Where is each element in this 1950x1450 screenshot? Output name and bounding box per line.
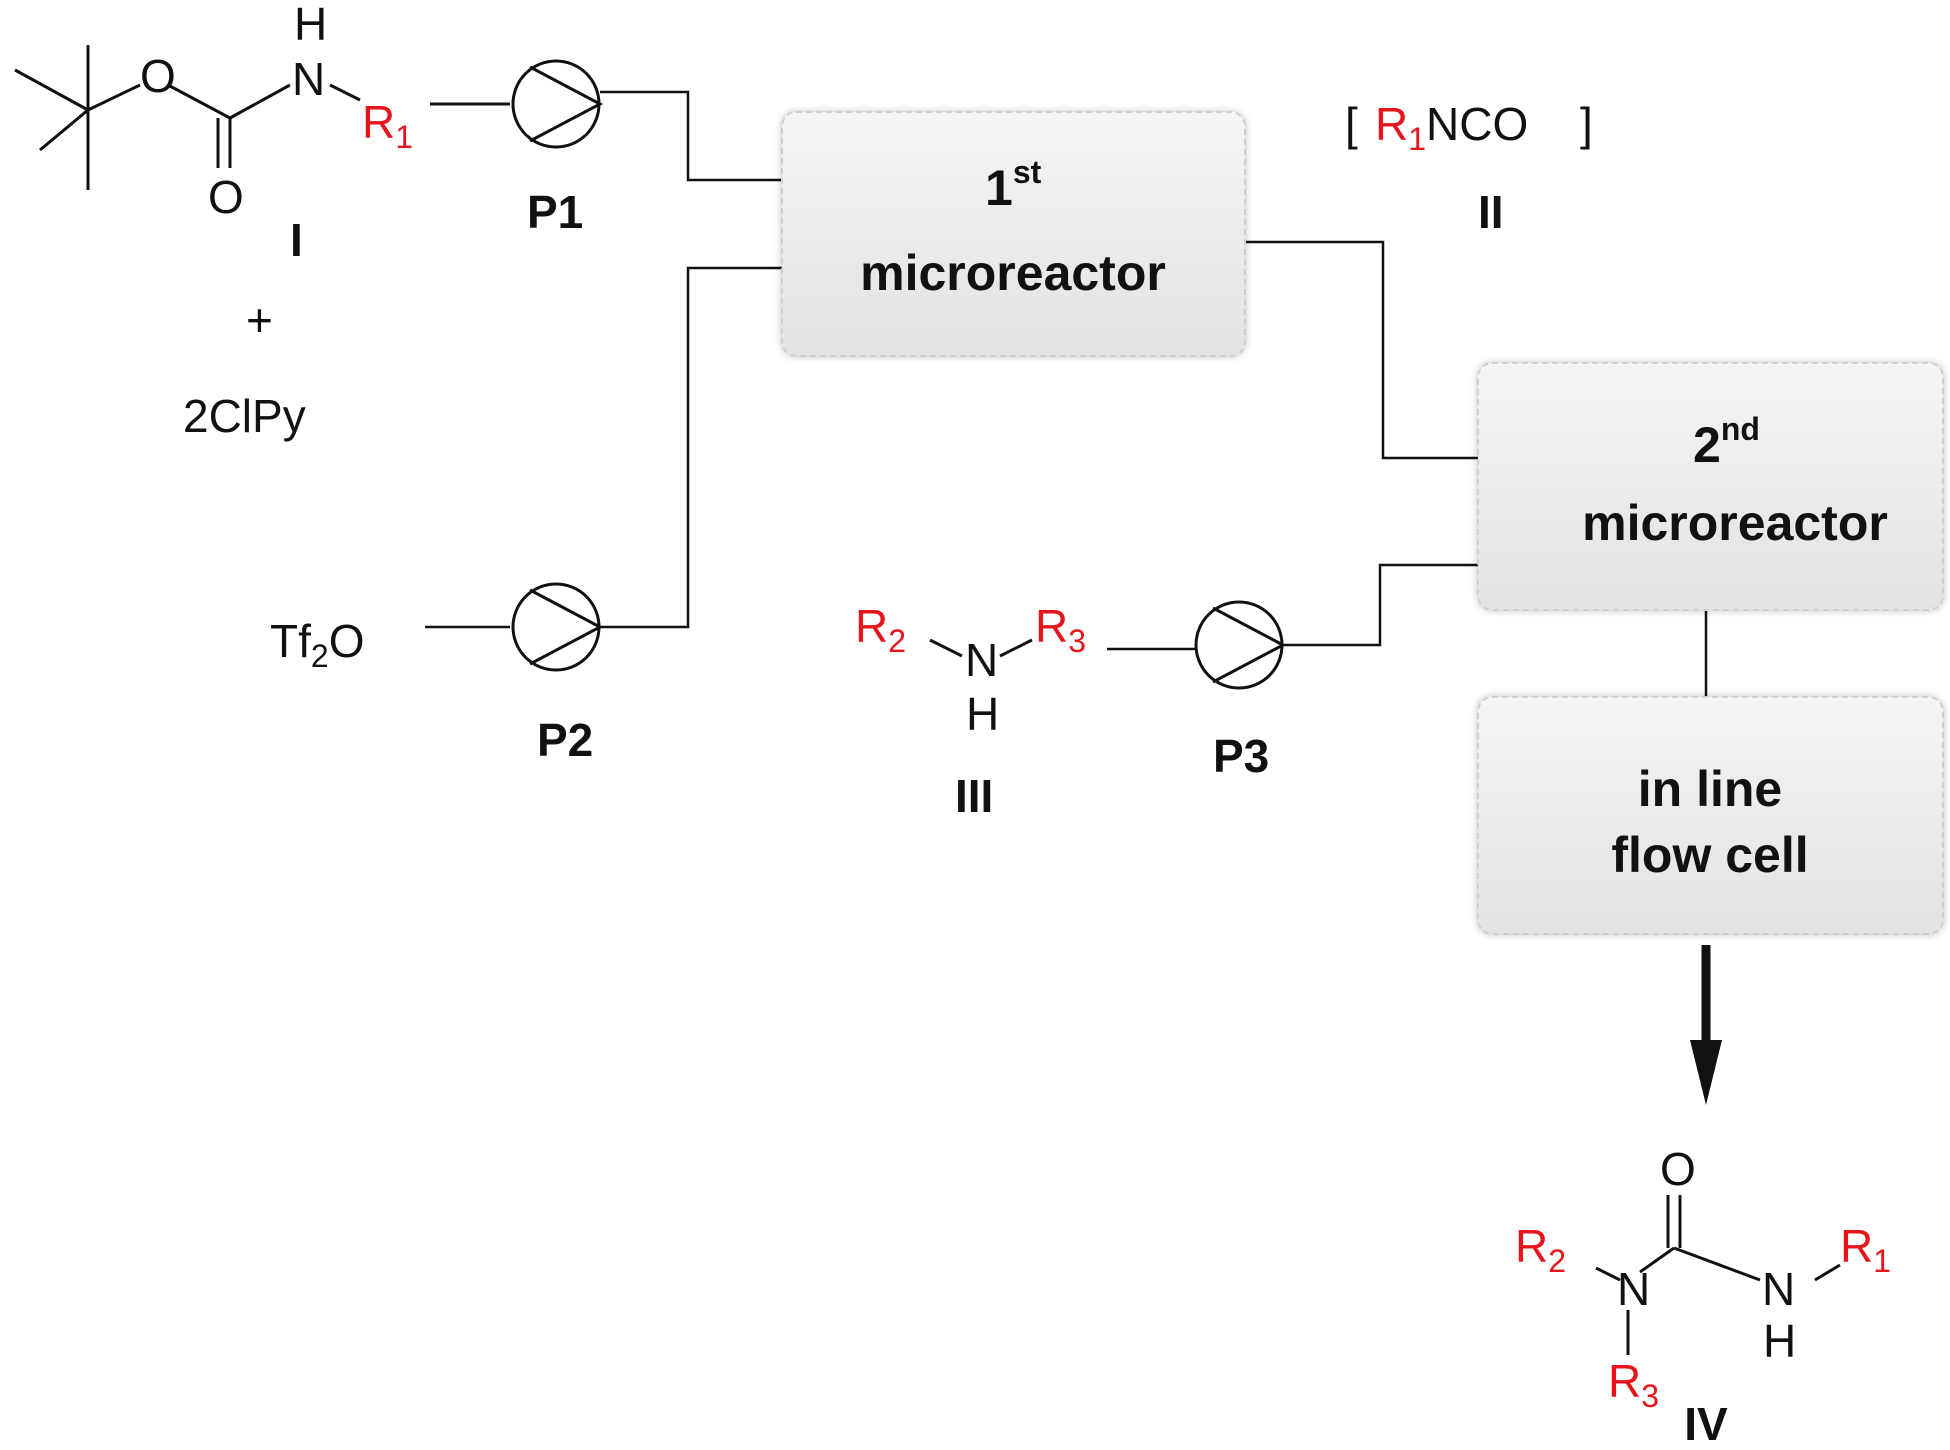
compound-III-hydrogen: H — [966, 688, 999, 740]
compound-IV-label: IV — [1684, 1398, 1728, 1450]
compound-II-label: II — [1478, 186, 1504, 238]
compound-IV-hydrogen: H — [1763, 1315, 1796, 1367]
second-microreactor-word: microreactor — [1582, 495, 1888, 551]
pump-p1 — [511, 59, 604, 149]
second-microreactor-number: 2nd — [1693, 411, 1760, 473]
compound-I-label: I — [290, 214, 303, 266]
first-microreactor-box — [781, 111, 1246, 357]
flow-cell-line1: in line — [1638, 761, 1782, 817]
compound-I-hydrogen: H — [294, 0, 327, 50]
compound-III-r3: R3 — [1035, 600, 1086, 659]
compound-IV-bonds — [1595, 1195, 1841, 1355]
pump-p3-label: P3 — [1213, 730, 1269, 782]
flow-cell-line2: flow cell — [1611, 827, 1808, 883]
compound-IV-r3: R3 — [1608, 1355, 1659, 1414]
plus-sign: + — [246, 294, 273, 346]
compound-III-r2: R2 — [855, 600, 906, 659]
compound-II-bracket-right: ] — [1580, 98, 1593, 150]
compound-I-r1: R1 — [362, 96, 413, 155]
pump-p1-label: P1 — [527, 186, 583, 238]
pump-p3 — [1194, 600, 1287, 690]
first-microreactor-number: 1st — [985, 154, 1042, 216]
compound-I-oxygen-carbonyl: O — [208, 171, 244, 223]
compound-III-nitrogen: N — [965, 634, 998, 686]
compound-I-oxygen-ester: O — [140, 50, 176, 102]
compound-IV-nitrogen-right: N — [1762, 1263, 1795, 1315]
flow-cell-box — [1477, 696, 1944, 935]
compound-II-formula: R1NCO — [1375, 98, 1528, 157]
second-microreactor-box — [1477, 362, 1944, 611]
reagent-tf2o: Tf2O — [270, 615, 364, 674]
pump-p2 — [511, 582, 604, 672]
compound-I-structure — [14, 45, 510, 190]
compound-III-label: III — [955, 770, 993, 822]
compound-IV-oxygen: O — [1660, 1143, 1696, 1195]
compound-IV-r2: R2 — [1515, 1220, 1566, 1279]
compound-IV-nitrogen-left: N — [1617, 1263, 1650, 1315]
compound-III-bonds — [929, 638, 1033, 658]
compound-IV-r1: R1 — [1840, 1220, 1891, 1279]
first-microreactor-word: microreactor — [860, 245, 1166, 301]
tubing-lines — [425, 90, 1708, 697]
compound-I-nitrogen: N — [292, 53, 325, 105]
additive-2clpy: 2ClPy — [183, 390, 306, 442]
pump-p2-label: P2 — [537, 714, 593, 766]
product-arrow — [1690, 945, 1722, 1105]
compound-II-bracket-left: [ — [1345, 98, 1358, 150]
